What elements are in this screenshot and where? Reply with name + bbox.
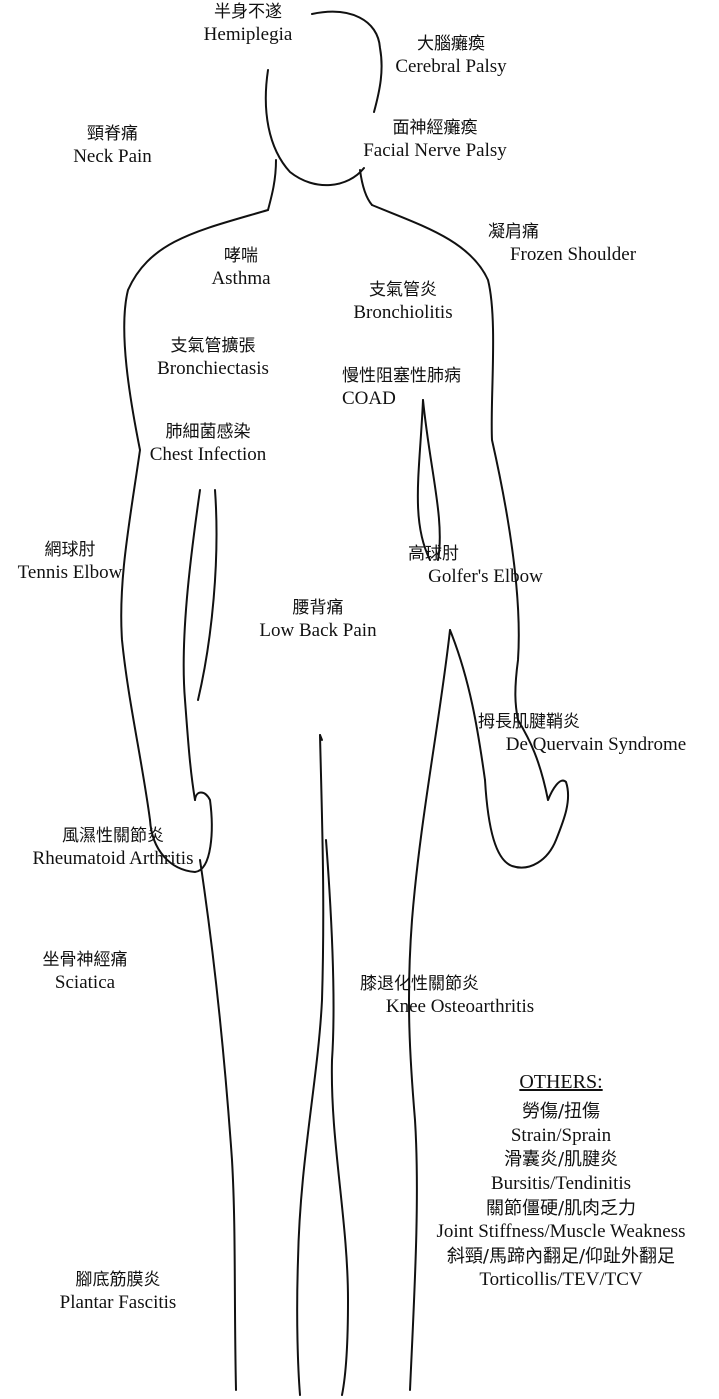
label-plantar-fascitis: 腳底筋膜炎 Plantar Fascitis [38, 1270, 198, 1315]
plantar-fascitis-en: Plantar Fascitis [59, 1292, 177, 1314]
right-leg-inner [325, 839, 349, 1396]
rheumatoid-arthritis-zh: 風濕性關節炎 [62, 826, 164, 846]
label-hemiplegia: 半身不遂 Hemiplegia [188, 2, 308, 47]
sciatica-zh: 坐骨神經痛 [42, 950, 128, 970]
head-outline [311, 10, 383, 113]
label-de-quervain: 拇長肌腱鞘炎 De Quervain Syndrome [478, 712, 714, 757]
coad-zh: 慢性阻塞性肺病 [342, 366, 461, 386]
cerebral-palsy-zh: 大腦癱瘓 [417, 34, 485, 54]
right-shoulder-arm [371, 204, 520, 721]
right-inner-arm [422, 399, 441, 561]
right-torso-side [416, 399, 431, 561]
bronchiectasis-en: Bronchiectasis [157, 358, 269, 380]
left-torso-side [182, 489, 201, 801]
left-shoulder-arm [120, 209, 269, 821]
label-knee-osteoarthritis: 膝退化性關節炎 Knee Osteoarthritis [360, 974, 560, 1019]
hemiplegia-en: Hemiplegia [203, 24, 293, 46]
label-facial-nerve-palsy: 面神經癱瘓 Facial Nerve Palsy [340, 118, 530, 163]
chest-infection-zh: 肺細菌感染 [165, 422, 251, 442]
label-bronchiectasis: 支氣管擴張 Bronchiectasis [138, 336, 288, 381]
de-quervain-en: De Quervain Syndrome [505, 734, 687, 756]
others-item-zh: 關節僵硬/肌肉乏力 [485, 1197, 637, 1219]
label-neck-pain: 頸脊痛 Neck Pain [55, 124, 170, 169]
hemiplegia-zh: 半身不遂 [214, 2, 282, 22]
sciatica-en: Sciatica [54, 972, 116, 994]
coad-en: COAD [342, 388, 396, 410]
left-inner-arm [197, 489, 218, 701]
de-quervain-zh: 拇長肌腱鞘炎 [478, 712, 580, 732]
facial-nerve-palsy-zh: 面神經癱瘓 [392, 118, 478, 138]
others-item-zh: 勞傷/扭傷 [521, 1101, 601, 1122]
label-low-back-pain: 腰背痛 Low Back Pain [238, 598, 398, 643]
neck-right [359, 169, 373, 206]
bronchiolitis-zh: 支氣管炎 [369, 280, 437, 300]
tennis-elbow-en: Tennis Elbow [17, 562, 123, 584]
golfers-elbow-en: Golfer's Elbow [428, 566, 543, 588]
right-leg-outer [408, 629, 451, 1391]
crotch-line [319, 734, 323, 741]
others-item-zh: 斜頸/馬蹄內翻足/仰趾外翻足 [446, 1245, 676, 1267]
knee-oa-zh: 膝退化性關節炎 [360, 974, 479, 994]
neck-left [267, 159, 277, 211]
low-back-pain-en: Low Back Pain [259, 620, 377, 642]
others-section: OTHERS: 勞傷/扭傷 Strain/Sprain 滑囊炎/肌腱炎 Burs… [403, 1070, 719, 1294]
right-hand [484, 719, 570, 869]
label-cerebral-palsy: 大腦癱瘓 Cerebral Palsy [376, 34, 526, 79]
bronchiolitis-en: Bronchiolitis [353, 302, 453, 324]
others-item-en: Strain/Sprain [510, 1124, 612, 1146]
label-coad: 慢性阻塞性肺病 COAD [342, 366, 502, 411]
frozen-shoulder-en: Frozen Shoulder [509, 244, 637, 266]
frozen-shoulder-zh: 凝肩痛 [488, 222, 539, 242]
face-jaw-outline [264, 69, 365, 186]
asthma-en: Asthma [211, 268, 271, 290]
facial-nerve-palsy-en: Facial Nerve Palsy [363, 140, 507, 162]
others-item-en: Joint Stiffness/Muscle Weakness [436, 1221, 686, 1242]
label-asthma: 哮喘 Asthma [196, 246, 286, 291]
others-heading: OTHERS: [519, 1071, 603, 1093]
label-chest-infection: 肺細菌感染 Chest Infection [128, 422, 288, 467]
knee-oa-en: Knee Osteoarthritis [385, 996, 535, 1018]
label-bronchiolitis: 支氣管炎 Bronchiolitis [338, 280, 468, 325]
neck-pain-zh: 頸脊痛 [87, 124, 138, 144]
label-golfers-elbow: 高球肘 Golfer's Elbow [408, 544, 563, 589]
cerebral-palsy-en: Cerebral Palsy [395, 56, 507, 78]
label-frozen-shoulder: 凝肩痛 Frozen Shoulder [488, 222, 658, 267]
others-item-zh: 滑囊炎/肌腱炎 [503, 1149, 619, 1171]
neck-pain-en: Neck Pain [73, 146, 152, 168]
low-back-pain-zh: 腰背痛 [292, 598, 344, 618]
tennis-elbow-zh: 網球肘 [44, 540, 96, 560]
left-leg-inner [296, 734, 325, 1396]
label-tennis-elbow: 網球肘 Tennis Elbow [0, 540, 140, 585]
rheumatoid-arthritis-en: Rheumatoid Arthritis [32, 848, 194, 870]
golfers-elbow-zh: 高球肘 [408, 544, 459, 564]
others-item-en: Bursitis/Tendinitis [490, 1172, 632, 1194]
chest-infection-en: Chest Infection [149, 444, 267, 466]
left-hand [149, 791, 213, 873]
asthma-zh: 哮喘 [224, 246, 258, 266]
left-leg-outer [199, 859, 237, 1391]
right-forearm [449, 629, 486, 781]
label-sciatica: 坐骨神經痛 Sciatica [10, 950, 160, 995]
plantar-fascitis-zh: 腳底筋膜炎 [75, 1270, 161, 1290]
others-item-en: Torticollis/TEV/TCV [479, 1269, 643, 1291]
bronchiectasis-zh: 支氣管擴張 [170, 336, 256, 356]
label-rheumatoid-arthritis: 風濕性關節炎 Rheumatoid Arthritis [8, 826, 218, 871]
